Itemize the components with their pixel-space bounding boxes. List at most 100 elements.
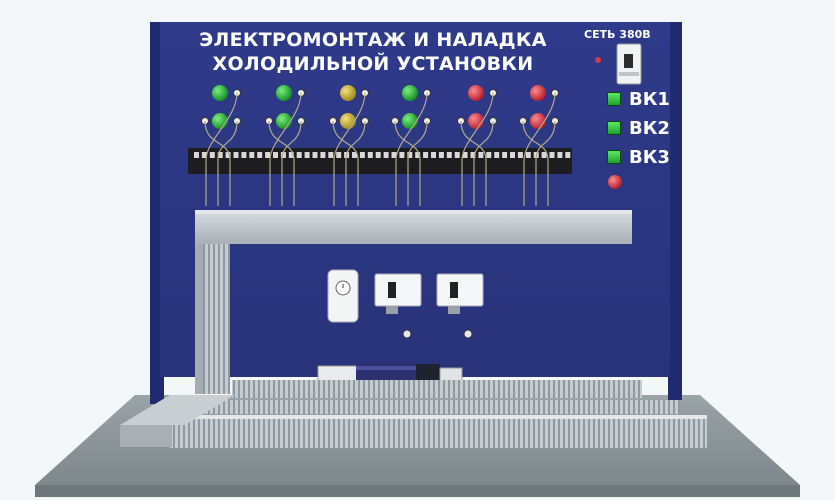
network-label: СЕТЬ 380В	[584, 28, 651, 41]
wire	[523, 92, 556, 206]
switch-label: ВК1	[629, 89, 670, 110]
terminal-screw-icon	[209, 152, 215, 158]
indicator-lamp-icon	[530, 113, 546, 129]
terminal-screw-icon	[359, 152, 365, 158]
indicator-lamp-icon	[340, 113, 356, 129]
indicator-lamp-icon	[530, 85, 546, 101]
terminal-screw-icon	[225, 152, 231, 158]
switch-label: ВК2	[629, 118, 670, 139]
terminal-screw-icon	[280, 152, 286, 158]
indicator-lamp-icon	[402, 113, 418, 129]
wire	[461, 92, 494, 206]
terminal-screw-icon	[541, 152, 547, 158]
terminal-screw-icon	[304, 152, 310, 158]
terminal-screw-icon	[201, 152, 207, 158]
indicator-lamp-icon	[468, 113, 484, 129]
wire	[333, 92, 366, 206]
indicator-lamp-icon	[402, 85, 418, 101]
green-button-icon[interactable]	[607, 150, 621, 164]
terminal-screw-icon	[486, 152, 492, 158]
switch-bk2[interactable]: ВК2	[607, 118, 679, 141]
terminal-screw-icon	[446, 152, 452, 158]
wire	[345, 120, 366, 206]
indicator-lamp-icon	[276, 113, 292, 129]
right-frame-post	[668, 22, 682, 400]
terminal-screw-icon	[217, 152, 223, 158]
terminal-screw-icon	[517, 152, 523, 158]
terminal-screw-icon	[233, 152, 239, 158]
wire	[217, 120, 238, 206]
wire	[473, 120, 494, 206]
green-button-icon[interactable]	[607, 92, 621, 106]
terminal-screw-icon	[288, 152, 294, 158]
terminal-screw-icon	[391, 152, 397, 158]
wire	[281, 120, 302, 206]
wire	[205, 92, 238, 206]
pressure-switch-1	[374, 273, 422, 339]
terminal-screw-icon	[494, 152, 500, 158]
table-cable-ducts	[120, 380, 707, 448]
terminal-screw-icon	[383, 152, 389, 158]
control-panel-board	[160, 22, 670, 377]
terminal-screw-icon	[352, 152, 357, 158]
terminal-screw-icon	[375, 152, 381, 158]
indicator-lamp-icon	[212, 85, 228, 101]
indicator-lamp-icon	[276, 85, 292, 101]
terminal-screw-icon	[320, 152, 326, 158]
terminal-screw-icon	[454, 152, 460, 158]
pressure-switch-2	[436, 273, 484, 339]
switch-label: ВК3	[629, 147, 670, 168]
wire	[460, 120, 487, 206]
wire	[407, 120, 428, 206]
wire	[522, 120, 549, 206]
terminal-screw-icon	[415, 152, 421, 158]
terminal-screw-icon	[273, 152, 278, 158]
wire	[394, 120, 421, 206]
terminal-screw-icon	[367, 152, 373, 158]
terminal-screw-icon	[399, 152, 405, 158]
wire	[332, 120, 359, 206]
wire	[395, 92, 428, 206]
terminal-screw-icon	[312, 152, 318, 158]
terminal-screw-icon	[502, 152, 508, 158]
terminal-screw-icon	[525, 152, 531, 158]
stop-button[interactable]	[608, 175, 622, 189]
wire	[269, 92, 302, 206]
terminal-screw-icon	[510, 152, 515, 158]
indicator-lamp-icon	[212, 113, 228, 129]
power-indicator-icon	[595, 57, 601, 63]
terminal-screw-icon	[265, 152, 271, 158]
green-button-icon[interactable]	[607, 121, 621, 135]
switch-bk1[interactable]: ВК1	[607, 89, 679, 112]
terminal-screw-icon	[438, 152, 444, 158]
horizontal-cable-duct	[195, 210, 632, 244]
terminal-screw-icon	[407, 152, 413, 158]
terminal-screw-icon	[431, 152, 436, 158]
indicator-lamp-icon	[340, 85, 356, 101]
terminal-screw-icon	[257, 152, 263, 158]
terminal-block-strip	[188, 148, 572, 174]
vertical-cable-duct	[195, 244, 230, 394]
terminal-screw-icon	[470, 152, 476, 158]
terminal-screw-icon	[549, 152, 555, 158]
wire	[268, 120, 295, 206]
terminal-screw-icon	[328, 152, 334, 158]
terminal-screw-icon	[423, 152, 429, 158]
terminal-screw-icon	[336, 152, 342, 158]
circuit-breaker[interactable]	[616, 43, 642, 85]
panel-title-line1: ЭЛЕКТРОМОНТАЖ И НАЛАДКА	[199, 29, 547, 51]
wire	[204, 120, 231, 206]
terminal-screw-icon	[462, 152, 468, 158]
terminal-screw-icon	[478, 152, 484, 158]
switch-bk3[interactable]: ВК3	[607, 147, 679, 170]
wiring	[204, 92, 556, 206]
panel-title: ЭЛЕКТРОМОНТАЖ И НАЛАДКА ХОЛОДИЛЬНОЙ УСТА…	[188, 28, 558, 76]
thermostat-device	[327, 269, 359, 323]
wire	[535, 120, 556, 206]
indicator-lamp-icon	[468, 85, 484, 101]
terminal-screw-icon	[194, 152, 199, 158]
terminal-screw-icon	[557, 152, 563, 158]
terminal-screw-icon	[249, 152, 255, 158]
terminal-screw-icon	[296, 152, 302, 158]
